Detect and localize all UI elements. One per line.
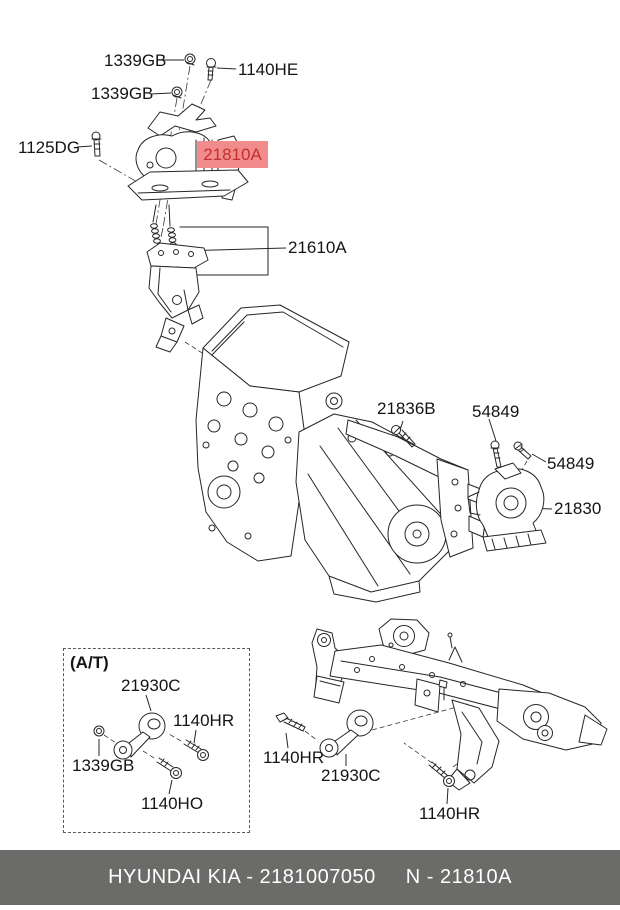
engine-drawing (195, 304, 486, 603)
bolt-rear-drawing (428, 761, 455, 787)
roll-rod-mid-drawing (275, 709, 374, 758)
label-at-rod-21930c: 21930C (121, 676, 181, 695)
label-at-bolt-1140ho: 1140HO (141, 794, 204, 813)
label-sub-rod-21930c: 21930C (321, 766, 381, 785)
support-bracket-drawing (146, 242, 209, 353)
label-sub-bolt-1140hr-front: 1140HR (263, 748, 325, 767)
footer-catalog-ref: N - 21810A (405, 866, 512, 888)
footer-bar: HYUNDAI KIA - 2181007050 N - 21810A (0, 850, 620, 905)
transmission-mount-drawing (467, 462, 547, 552)
label-bracket-21610a: 21610A (288, 238, 347, 257)
label-at-nut-1339gb: 1339GB (72, 756, 135, 775)
label-nut-1339gb-mid: 1339GB (91, 84, 154, 103)
label-bolt-1125dg: 1125DG (18, 138, 81, 157)
label-bolt-1140he: 1140HE (238, 60, 299, 79)
at-inset-drawing (93, 712, 209, 779)
fasteners-right (391, 425, 532, 468)
label-nut-1339gb-top: 1339GB (104, 51, 167, 70)
label-sub-bolt-1140hr-rear: 1140HR (419, 804, 481, 823)
footer-part-number: HYUNDAI KIA - 2181007050 (108, 866, 376, 888)
fasteners-top (91, 53, 217, 157)
subframe-drawing (311, 618, 608, 791)
label-mount-21830: 21830 (554, 499, 602, 518)
at-inset-box (63, 648, 250, 833)
label-bolt-54849-upper: 54849 (472, 402, 520, 421)
at-inset-title: (A/T) (70, 653, 109, 672)
label-bolt-21836b: 21836B (377, 399, 436, 418)
highlighted-part-label[interactable]: 21810A (197, 141, 268, 168)
label-bolt-54849-lower: 54849 (547, 454, 595, 473)
label-at-bolt-1140hr: 1140HR (173, 711, 235, 730)
